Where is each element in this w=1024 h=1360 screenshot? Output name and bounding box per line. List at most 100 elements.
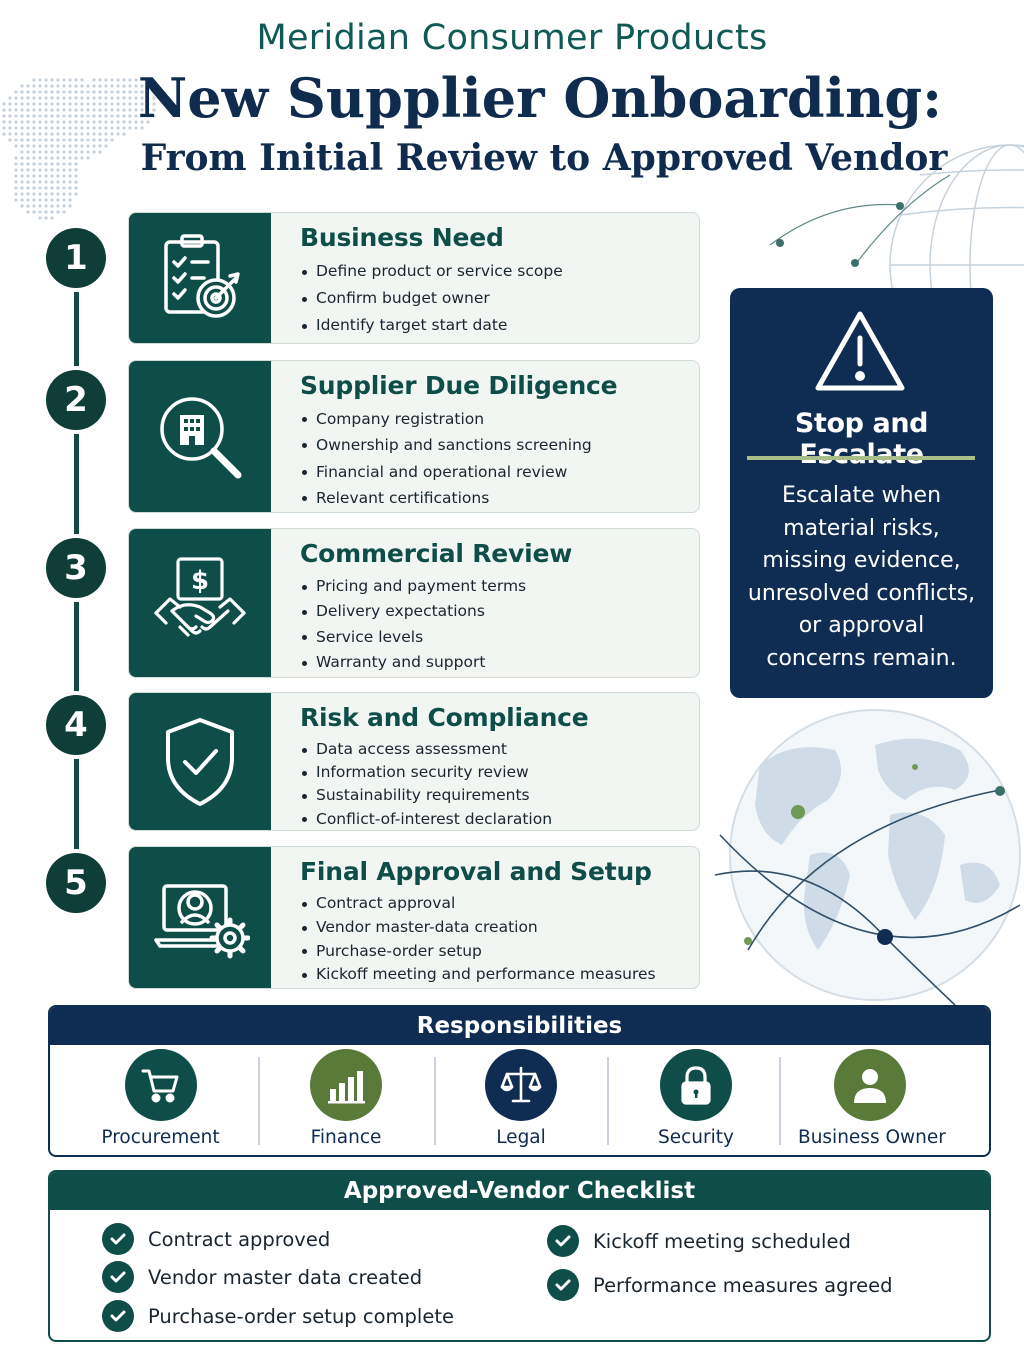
responsibility-divider (434, 1057, 436, 1145)
responsibility-divider (607, 1057, 609, 1145)
step-bullet-list: Define product or service scope Confirm … (300, 258, 689, 339)
step-title: Business Need (300, 223, 504, 252)
checklist-label: Performance measures agreed (593, 1273, 893, 1297)
step-bullet: Kickoff meeting and performance measures (300, 963, 689, 987)
check-circle-icon (547, 1225, 579, 1257)
step-body: Risk and Compliance Data access assessme… (300, 703, 689, 830)
step-bullet-list: Pricing and payment terms Delivery expec… (300, 574, 689, 675)
step-bullet: Financial and operational review (300, 459, 689, 485)
bar-chart-icon (328, 1071, 365, 1104)
escalate-line: concerns remain. (766, 645, 957, 671)
timeline-connector (74, 755, 79, 855)
step-title: Supplier Due Diligence (300, 371, 618, 400)
magnifier-building-icon (160, 396, 242, 478)
checklist-item: Kickoff meeting scheduled (547, 1225, 851, 1257)
handshake-dollar-icon: $ (154, 557, 246, 637)
step-bullet: Warranty and support (300, 650, 689, 675)
step-number-badge: 1 (46, 228, 106, 288)
checklist-label: Kickoff meeting scheduled (593, 1229, 851, 1253)
checklist-label: Contract approved (148, 1227, 331, 1251)
timeline-connector (74, 598, 79, 698)
svg-text:$: $ (191, 566, 209, 596)
step-number-badge: 2 (46, 370, 106, 430)
globe-wireframe-decoration (769, 144, 1024, 305)
step-bullet-list: Data access assessment Information secur… (300, 738, 689, 830)
step-bullet: Define product or service scope (300, 258, 689, 285)
checklist-label: Vendor master data created (148, 1265, 423, 1289)
padlock-icon (681, 1066, 711, 1105)
page-title: New Supplier Onboarding: (137, 66, 943, 130)
escalate-line: missing evidence, (762, 548, 961, 573)
step-body: Business Need Define product or service … (300, 223, 689, 339)
step-bullet: Ownership and sanctions screening (300, 432, 689, 458)
warning-triangle-icon (815, 311, 905, 391)
responsibility-business-owner: Business Owner (798, 1049, 946, 1148)
approved-vendor-checklist: Approved-Vendor Checklist Contract appro… (48, 1170, 991, 1342)
company-name: Meridian Consumer Products (256, 18, 768, 58)
check-circle-icon (102, 1223, 134, 1255)
scales-icon (500, 1066, 542, 1103)
step-card-commercial-review: $ Commercial Review Pricing and payment … (128, 528, 700, 678)
step-body: Supplier Due Diligence Company registrat… (300, 371, 689, 511)
step-card-final-approval-and-setup: Final Approval and Setup Contract approv… (128, 846, 700, 989)
stop-and-escalate-panel: Stop and Escalate Escalate when material… (730, 288, 993, 698)
escalate-line: material risks, (783, 515, 940, 541)
checklist-item: Vendor master data created (102, 1261, 422, 1293)
step-bullet: Confirm budget owner (300, 285, 689, 312)
step-icon-panel (129, 213, 271, 343)
responsibility-label: Legal (496, 1127, 546, 1148)
responsibilities-panel: Responsibilities Procurement Finance (48, 1005, 991, 1157)
step-body: Commercial Review Pricing and payment te… (300, 539, 689, 675)
check-circle-icon (102, 1300, 134, 1332)
laptop-user-gear-icon (154, 883, 250, 958)
responsibility-label: Business Owner (798, 1127, 946, 1148)
escalate-line: Escalate when (781, 483, 942, 508)
escalate-title: Stop and Escalate (794, 408, 929, 470)
step-icon-panel (129, 693, 271, 830)
step-bullet: Vendor master-data creation (300, 916, 689, 940)
responsibility-legal: Legal (455, 1049, 587, 1148)
responsibility-procurement: Procurement (88, 1049, 233, 1148)
step-bullet: Relevant certifications (300, 485, 689, 511)
step-card-business-need: Business Need Define product or service … (128, 212, 700, 344)
shopping-cart-icon (141, 1069, 178, 1103)
page-subtitle: From Initial Review to Approved Vendor (140, 137, 948, 179)
step-bullet: Sustainability requirements (300, 784, 689, 807)
step-bullet: Purchase-order setup (300, 940, 689, 964)
step-bullet: Company registration (300, 406, 689, 432)
timeline-connector (74, 430, 79, 540)
step-number-badge: 5 (46, 853, 106, 913)
step-bullet: Information security review (300, 761, 689, 784)
step-body: Final Approval and Setup Contract approv… (300, 857, 689, 987)
responsibility-divider (258, 1057, 260, 1145)
escalate-line: or approval (798, 613, 925, 638)
checklist-item: Performance measures agreed (547, 1269, 892, 1301)
step-bullet: Pricing and payment terms (300, 574, 689, 599)
step-card-supplier-due-diligence: Supplier Due Diligence Company registrat… (128, 360, 700, 513)
escalate-divider (747, 456, 975, 460)
checklist-item: Purchase-order setup complete (102, 1300, 454, 1332)
escalate-description: Escalate when material risks, missing ev… (744, 480, 979, 675)
step-bullet-list: Contract approval Vendor master-data cre… (300, 892, 689, 987)
checklist-title: Approved-Vendor Checklist (50, 1172, 989, 1210)
step-bullet: Contract approval (300, 892, 689, 916)
globe-world-decoration (714, 709, 1021, 1005)
step-icon-panel (129, 847, 271, 988)
responsibility-icon-circle (485, 1049, 557, 1121)
step-bullet: Delivery expectations (300, 599, 689, 624)
responsibility-icon-circle (834, 1049, 906, 1121)
responsibility-icon-circle (310, 1049, 382, 1121)
step-title: Risk and Compliance (300, 703, 589, 732)
step-title: Commercial Review (300, 539, 573, 568)
step-bullet-list: Company registration Ownership and sanct… (300, 406, 689, 511)
responsibility-label: Security (658, 1127, 734, 1148)
step-title: Final Approval and Setup (300, 857, 652, 886)
person-icon (854, 1069, 886, 1103)
responsibilities-title: Responsibilities (50, 1007, 989, 1045)
shield-check-icon (166, 717, 234, 806)
responsibility-security: Security (630, 1049, 762, 1148)
responsibility-finance: Finance (280, 1049, 412, 1148)
responsibility-label: Procurement (101, 1127, 220, 1148)
timeline-connector (74, 288, 79, 368)
step-icon-panel (129, 361, 271, 512)
